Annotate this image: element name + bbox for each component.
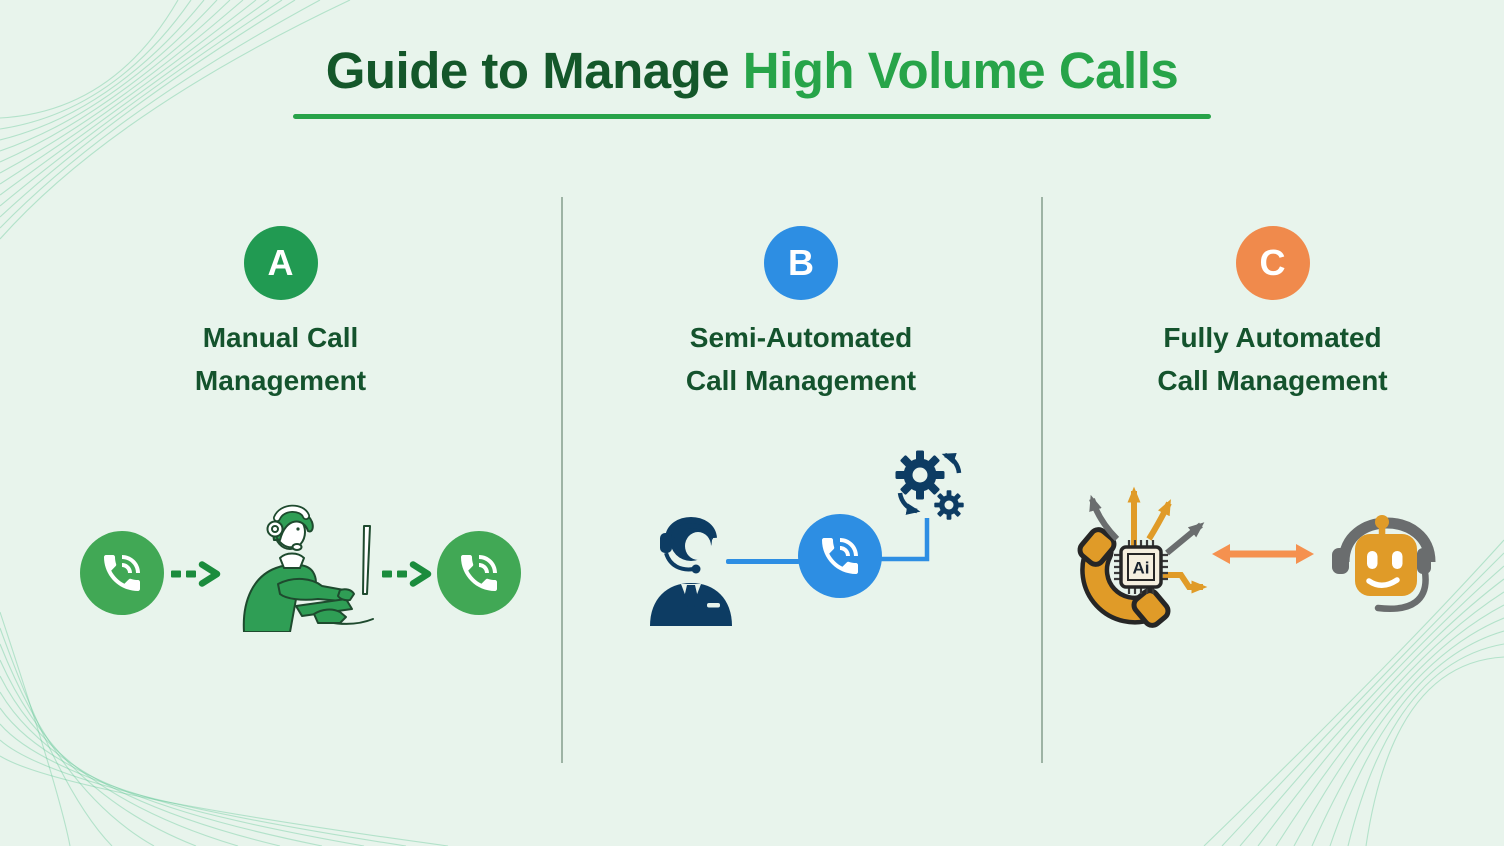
page-title: Guide to Manage High Volume Calls [0, 0, 1504, 98]
call-agent-silhouette-icon [647, 504, 733, 626]
badge-c-letter: C [1259, 242, 1286, 283]
swirl-bottom-right [1203, 539, 1504, 846]
call-circle-icon [798, 514, 882, 598]
bidirectional-arrow-icon [1211, 540, 1315, 568]
incoming-call-icon [80, 531, 164, 615]
column-a-label: Manual Call Management [194, 322, 367, 396]
ai-chip-label: Ai [1133, 559, 1150, 578]
column-c-label: Fully Automated Call Management [1157, 322, 1388, 396]
column-semi-automated-call-management: B Semi-Automated Call Management [561, 197, 1041, 797]
column-divider-2 [1041, 197, 1043, 763]
column-fully-automated-call-management: C Fully Automated Call Management [1041, 197, 1504, 797]
badge-b: B [764, 226, 838, 300]
column-manual-call-management: A Manual Call Management [0, 197, 561, 797]
swirl-bottom-left [0, 611, 449, 846]
column-divider-1 [561, 197, 563, 763]
swirl-top-left [0, 0, 351, 240]
column-b-label: Semi-Automated Call Management [685, 322, 917, 396]
dashed-arrow-icon [171, 561, 221, 587]
ai-call-routing-icon: Ai [1075, 475, 1215, 635]
badge-c: C [1235, 226, 1310, 300]
badge-a: A [243, 226, 318, 300]
badge-b-letter: B [788, 242, 814, 283]
title-prefix: Guide to Manage [325, 42, 730, 99]
title-underline [293, 113, 1211, 119]
outgoing-call-icon [437, 531, 521, 615]
automation-gears-icon [895, 448, 965, 522]
ai-bot-headset-icon [1330, 500, 1446, 618]
connector-line [726, 559, 800, 564]
header: Guide to Manage High Volume Calls [0, 0, 1504, 119]
dashed-arrow-icon [382, 561, 432, 587]
connector-elbow-line [880, 516, 932, 564]
support-agent-desk-icon [228, 502, 376, 632]
title-highlight: High Volume Calls [742, 42, 1179, 99]
badge-a-letter: A [267, 242, 294, 283]
